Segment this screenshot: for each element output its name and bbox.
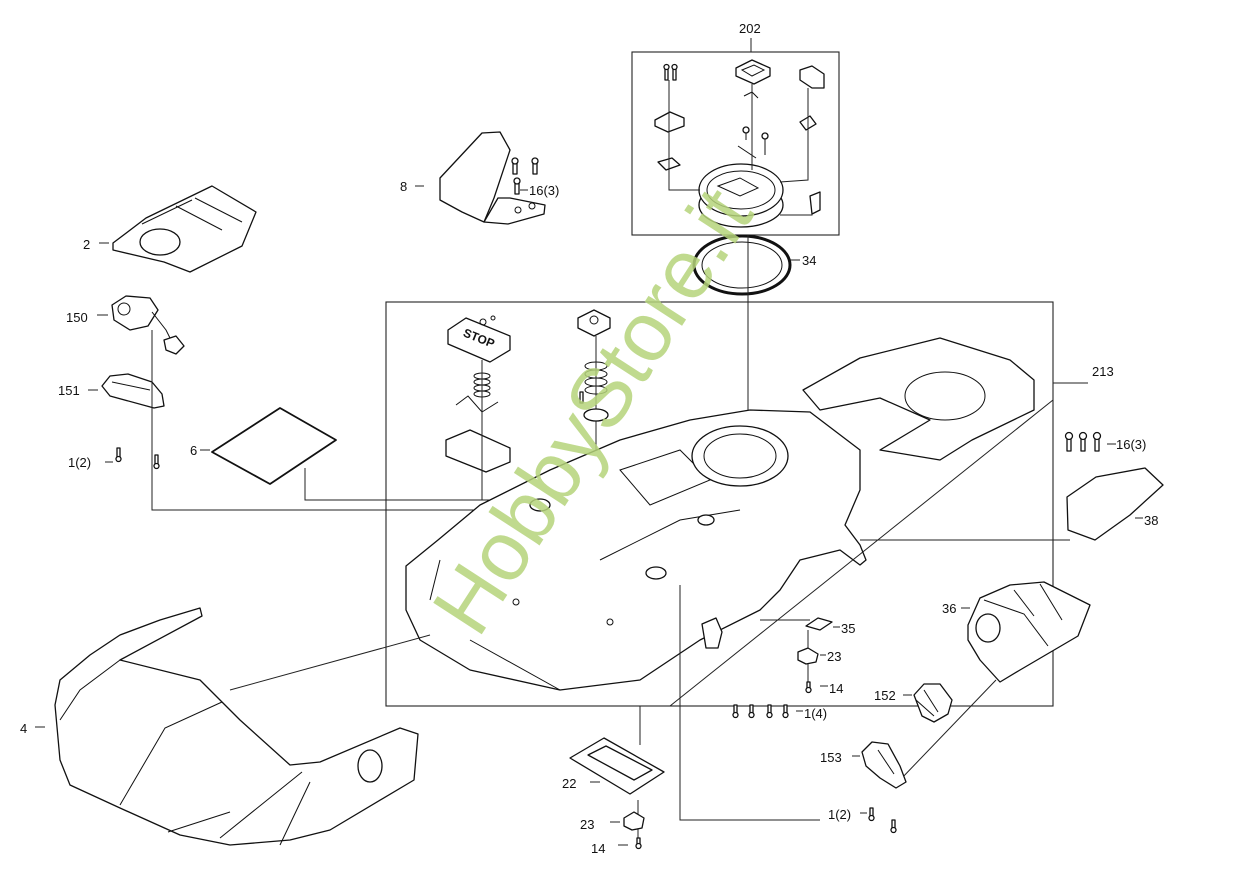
label-16-3-top: 16(3)	[529, 183, 559, 198]
part-152-knob: 152	[874, 683, 953, 723]
label-16-3-right: 16(3)	[1116, 437, 1146, 452]
label-1-2-left: 1(2)	[68, 455, 91, 470]
label-23-bottom: 23	[580, 817, 594, 832]
part-213-chassis: STOP	[229, 309, 1070, 821]
part-22-display: 22	[562, 737, 665, 795]
label-36: 36	[942, 601, 956, 616]
label-151: 151	[58, 383, 80, 398]
part-1-screws-right: 1(2)	[828, 807, 897, 834]
label-152: 152	[874, 688, 896, 703]
label-2: 2	[83, 237, 90, 252]
label-4: 4	[20, 721, 27, 736]
label-23-right: 23	[827, 649, 841, 664]
label-1-2-right: 1(2)	[828, 807, 851, 822]
part-38-cover: 38	[1066, 467, 1164, 541]
part-23-14-bottom: 23 14	[580, 800, 645, 856]
label-213: 213	[1092, 364, 1114, 379]
label-14-bottom: 14	[591, 841, 605, 856]
part-35-23-14-right: 35 23 14	[797, 617, 855, 696]
part-202-components	[654, 59, 825, 228]
label-8: 8	[400, 179, 407, 194]
group-box-213	[385, 301, 1054, 707]
part-6-pad: 6	[190, 407, 520, 501]
part-153-bracket: 153	[820, 741, 907, 789]
part-2-front-cover: 2	[83, 185, 257, 273]
part-1-screws-4: 1(4)	[732, 704, 827, 721]
part-36-rear-cover: 36	[899, 581, 1091, 781]
part-16-screws-right: 16(3)	[1064, 431, 1146, 452]
label-6: 6	[190, 443, 197, 458]
label-150: 150	[66, 310, 88, 325]
part-8-cover: 8 16(3)	[400, 131, 559, 225]
part-4-front-bumper: 4	[20, 607, 419, 846]
part-150-knob-cover: 150	[66, 295, 185, 355]
part-34-gasket: 34	[692, 234, 816, 430]
label-22: 22	[562, 776, 576, 791]
label-34: 34	[802, 253, 816, 268]
label-38: 38	[1144, 513, 1158, 528]
label-202: 202	[739, 21, 761, 36]
part-1-screws-left: 1(2)	[68, 330, 560, 511]
label-153: 153	[820, 750, 842, 765]
label-35: 35	[841, 621, 855, 636]
label-14-right: 14	[829, 681, 843, 696]
label-1-4: 1(4)	[804, 706, 827, 721]
part-151-bracket: 151	[58, 373, 165, 409]
